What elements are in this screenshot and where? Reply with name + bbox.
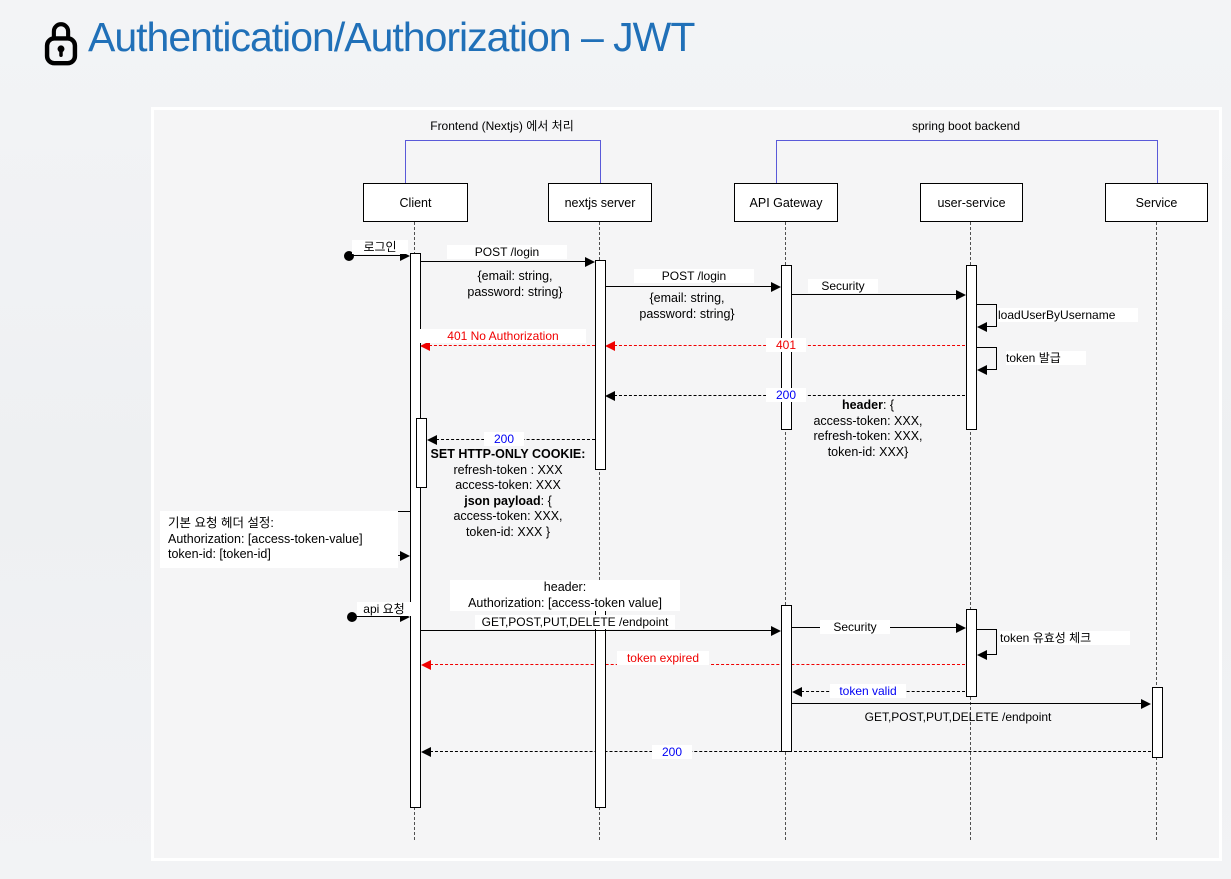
arrowhead-token-expired [421, 660, 431, 670]
arrowhead-loaduser [977, 322, 987, 332]
lifeline-api-gateway [785, 222, 786, 840]
arrowhead-client-selfloop [400, 551, 410, 561]
backend-group-bracket [776, 140, 1157, 141]
backend-group-bracket-right [1157, 140, 1158, 183]
activation-service [1152, 687, 1163, 758]
start-dot-login [344, 251, 354, 261]
label-security-1: Security [808, 279, 878, 293]
frontend-group-label: Frontend (Nextjs) 에서 처리 [430, 119, 574, 133]
label-401: 401 [766, 338, 806, 352]
message-line-endpoint-call-1 [421, 630, 772, 631]
start-dot-api-request [347, 612, 357, 622]
backend-group-label: spring boot backend [911, 119, 1021, 133]
note-login-payload-1: {email: string, password: string} [467, 269, 563, 299]
selfloop-token-issue-bottom [985, 369, 997, 370]
message-line-post-login-1 [421, 261, 587, 262]
label-endpoint-call-2: GET,POST,PUT,DELETE /endpoint [864, 710, 1052, 724]
note-default-headers: 기본 요청 헤더 설정: Authorization: [access-toke… [160, 511, 398, 568]
arrowhead-401-no-auth [420, 341, 430, 351]
participant-api-gateway: API Gateway [734, 183, 838, 222]
participant-client: Client [363, 183, 468, 222]
arrowhead-api-trigger [400, 612, 410, 622]
activation-nextjs-1 [595, 260, 606, 470]
selfloop-loaduser-side [996, 304, 997, 327]
lifeline-service [1156, 222, 1157, 840]
note-login-payload-2: {email: string, password: string} [639, 291, 735, 321]
label-token-issue: token 발급 [1006, 351, 1086, 365]
frontend-group-bracket-left [405, 140, 406, 183]
activation-user-service-2 [966, 609, 977, 697]
selfloop-token-issue-top [977, 347, 997, 348]
arrowhead-security-2 [956, 623, 966, 633]
message-line-post-login-2 [606, 286, 773, 287]
diagram-card [151, 107, 1222, 861]
selfloop-loaduser-top [977, 304, 997, 305]
label-token-expired: token expired [617, 651, 709, 665]
label-load-user: loadUserByUsername [998, 308, 1138, 322]
label-token-valid: token valid [830, 684, 906, 698]
message-line-endpoint-call-2 [792, 703, 1142, 704]
arrowhead-200-user-service [605, 391, 615, 401]
label-endpoint-call-1: GET,POST,PUT,DELETE /endpoint [475, 615, 675, 629]
backend-group-bracket-left [776, 140, 777, 183]
activation-client-2 [416, 418, 427, 488]
activation-user-service-1 [966, 265, 977, 430]
label-api-trigger: api 요청 [357, 602, 411, 616]
message-line-api-trigger [355, 616, 401, 617]
label-200-nextjs: 200 [484, 432, 524, 446]
activation-nextjs-2 [595, 607, 606, 808]
participant-user-service: user-service [920, 183, 1023, 222]
arrowhead-200-final [421, 747, 431, 757]
arrowhead-200-nextjs [427, 435, 437, 445]
arrowhead-security-1 [956, 290, 966, 300]
message-line-401-no-auth [429, 345, 595, 346]
label-401-no-authorization: 401 No Authorization [420, 329, 586, 343]
label-post-login-1: POST /login [447, 245, 567, 259]
arrowhead-login-trigger [400, 251, 410, 261]
message-line-login-trigger [352, 255, 401, 256]
selfloop-token-check-bottom [985, 654, 997, 655]
label-200-user-service: 200 [766, 388, 806, 402]
message-line-security-1 [792, 294, 958, 295]
note-response-header: header: { access-token: XXX, refresh-tok… [813, 398, 923, 459]
selfloop-loaduser-bottom [985, 326, 997, 327]
label-post-login-2: POST /login [634, 269, 754, 283]
page-title: Authentication/Authorization – JWT [88, 14, 695, 60]
arrowhead-post-login-1 [585, 257, 595, 267]
selfloop-token-check-top [977, 629, 997, 630]
activation-client-1 [410, 253, 421, 808]
participant-nextjs-server: nextjs server [548, 183, 652, 222]
frontend-group-bracket [405, 140, 600, 141]
label-security-2: Security [820, 620, 890, 634]
selfloop-token-check-side [996, 629, 997, 655]
frontend-group-bracket-right [600, 140, 601, 183]
participant-service: Service [1105, 183, 1208, 222]
activation-api-gateway-2 [781, 605, 792, 752]
arrowhead-token-check [977, 650, 987, 660]
label-token-check: token 유효성 체크 [1000, 631, 1130, 645]
lifeline-user-service [970, 222, 971, 840]
arrowhead-token-valid [792, 687, 802, 697]
arrowhead-endpoint-call-1 [771, 626, 781, 636]
label-200-final: 200 [652, 745, 692, 759]
arrowhead-token-issue [977, 365, 987, 375]
note-request-header: header: Authorization: [access-token val… [450, 580, 680, 611]
arrowhead-401 [605, 341, 615, 351]
note-set-cookie: SET HTTP-ONLY COOKIE: refresh-token : XX… [430, 447, 586, 539]
label-login-trigger: 로그인 [352, 240, 408, 254]
arrowhead-endpoint-call-2 [1141, 699, 1151, 709]
lock-icon [42, 21, 80, 72]
selfloop-token-issue-side [996, 347, 997, 370]
arrowhead-post-login-2 [771, 282, 781, 292]
lifeline-nextjs-server [599, 222, 600, 840]
